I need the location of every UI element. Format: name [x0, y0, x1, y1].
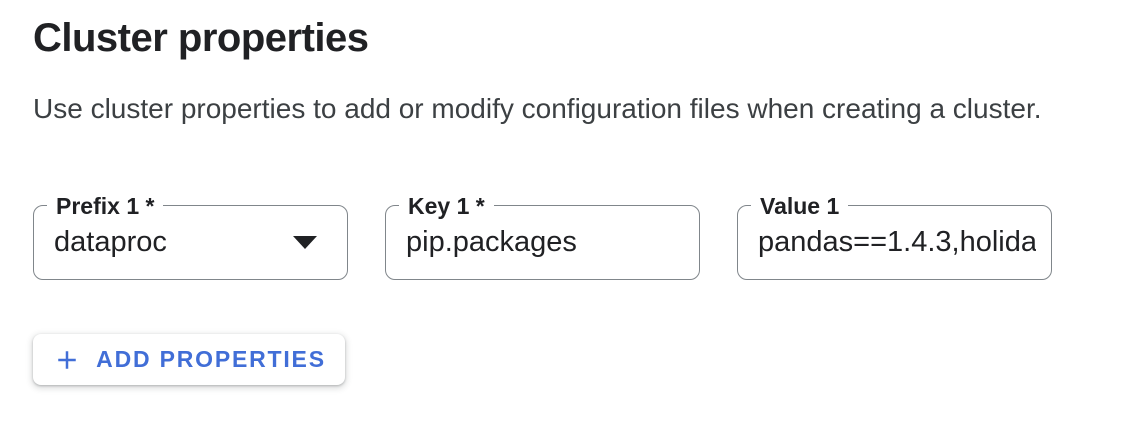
value-label: Value 1 — [751, 193, 849, 219]
section-description: Use cluster properties to add or modify … — [33, 93, 1042, 124]
key-field: Key 1 * — [385, 193, 700, 280]
dropdown-arrow-icon — [293, 236, 317, 249]
prefix-select[interactable]: Prefix 1 * dataproc — [33, 193, 348, 280]
add-properties-label: ADD PROPERTIES — [96, 346, 326, 372]
plus-icon — [58, 350, 76, 369]
prefix-label: Prefix 1 * — [47, 193, 164, 219]
add-properties-button[interactable]: ADD PROPERTIES — [33, 334, 345, 385]
prefix-selected-value: dataproc — [54, 226, 167, 258]
value-field: Value 1 — [737, 193, 1052, 280]
key-label: Key 1 * — [399, 193, 494, 219]
property-row-1: Prefix 1 * dataproc Key 1 * Value 1 — [33, 193, 1052, 280]
page-title: Cluster properties — [33, 16, 369, 60]
